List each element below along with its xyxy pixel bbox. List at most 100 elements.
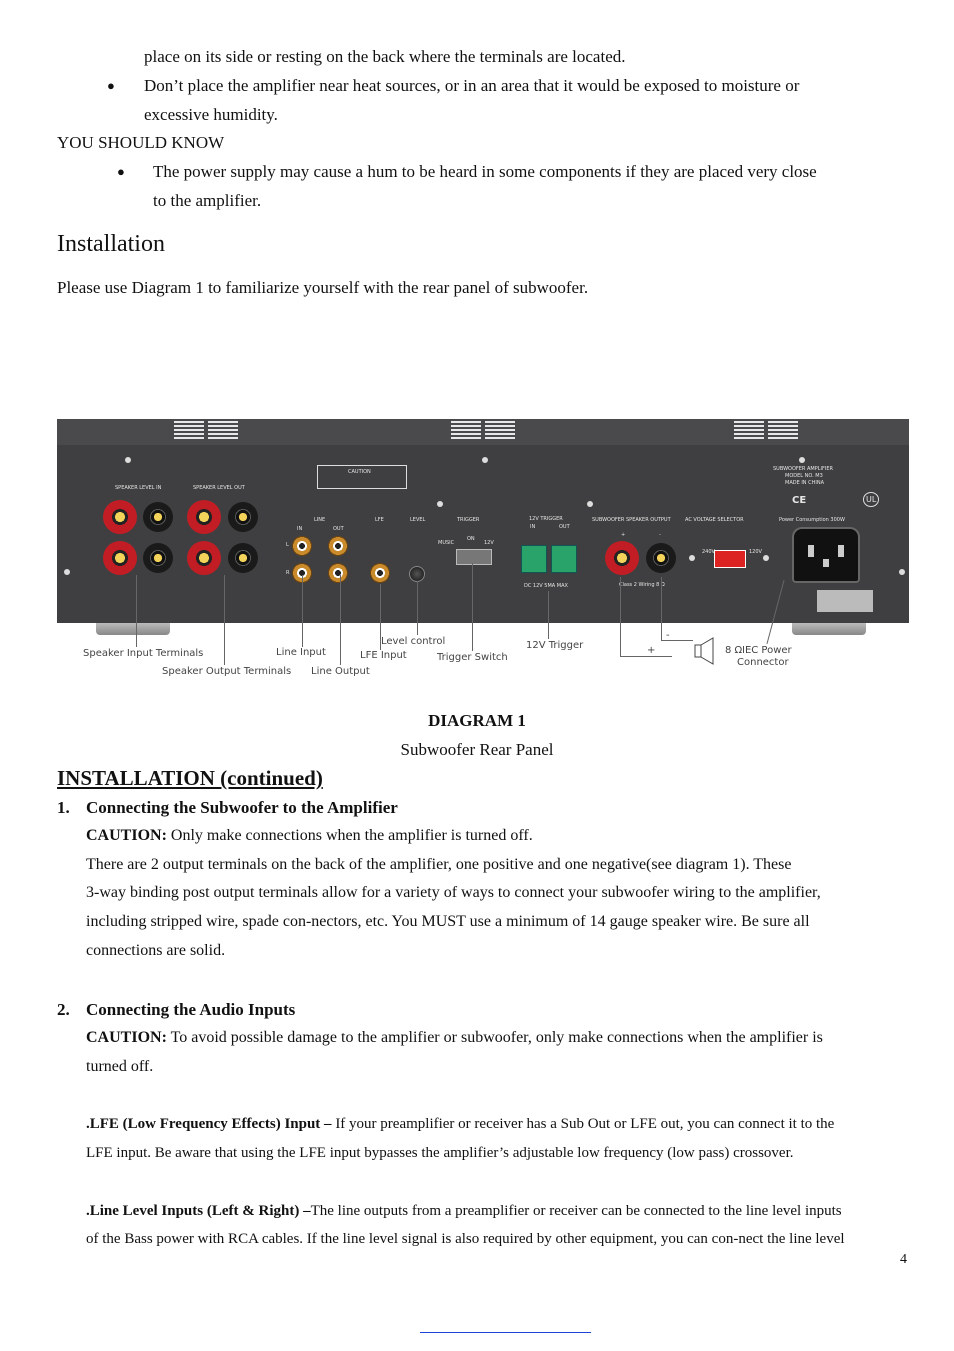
line-out-l-jack[interactable]	[328, 536, 348, 556]
caution-label: CAUTION:	[86, 1029, 167, 1046]
level-control-callout: Level control	[381, 636, 446, 647]
screw-icon	[899, 569, 905, 575]
line-out-label: OUT	[333, 526, 344, 532]
12v-trigger-in-terminal[interactable]	[521, 545, 547, 573]
speaker-in-terminal[interactable]	[143, 502, 173, 532]
made-in-label: MADE IN CHINA	[785, 480, 825, 486]
speaker-out-terminal[interactable]	[187, 500, 221, 534]
line-level-paragraph-line: of the Bass power with RCA cables. If th…	[86, 1231, 845, 1247]
section-number: 2.	[57, 1000, 70, 1019]
trigger-in-label: IN	[530, 524, 536, 530]
trigger-out-label: OUT	[559, 524, 570, 530]
dc-spec-label: DC 12V 5MA MAX	[524, 583, 568, 589]
text-line: excessive humidity.	[144, 105, 278, 124]
installation-continued-heading: INSTALLATION (continued)	[57, 766, 323, 790]
line-in-label: IN	[297, 526, 303, 532]
iec-power-connector[interactable]	[792, 527, 860, 583]
sub-output-label: SUBWOOFER SPEAKER OUTPUT	[592, 517, 671, 523]
channel-r-label: R	[286, 570, 290, 576]
caution-text: Only make connections when the amplifier…	[166, 827, 533, 844]
paragraph-line: turned off.	[86, 1058, 154, 1075]
minus-callout: -	[666, 630, 670, 641]
footer-link-underline[interactable]	[420, 1332, 591, 1333]
level-knob[interactable]	[409, 566, 425, 582]
section-title: Connecting the Subwoofer to the Amplifie…	[86, 798, 398, 817]
rear-panel-diagram: SPEAKER LEVEL IN SPEAKER LEVEL OUT CAUTI…	[57, 419, 909, 684]
section-number: 1.	[57, 798, 70, 817]
line-output-callout: Line Output	[311, 666, 370, 677]
speaker-output-callout: Speaker Output Terminals	[162, 666, 292, 677]
line-in-r-jack[interactable]	[292, 563, 312, 583]
12v-trigger-callout: 12V Trigger	[526, 640, 584, 651]
lfe-label: LFE	[375, 517, 384, 523]
screw-icon	[64, 569, 70, 575]
caution-label: CAUTION	[317, 465, 407, 489]
model-label: MODEL NO. M3	[785, 473, 823, 479]
paragraph-line: connections are solid.	[86, 942, 226, 959]
ac-selector-label: AC VOLTAGE SELECTOR	[685, 517, 744, 523]
text-line: place on its side or resting on the back…	[144, 47, 626, 66]
screw-icon	[763, 555, 769, 561]
sub-amp-label: SUBWOOFER AMPLIFIER	[773, 466, 833, 472]
12v-trigger-out-terminal[interactable]	[551, 545, 577, 573]
vent-icon	[451, 421, 481, 441]
speaker-out-terminal[interactable]	[228, 502, 258, 532]
line-out-r-jack[interactable]	[328, 563, 348, 583]
lfe-input-callout: LFE Input	[360, 650, 407, 661]
sub-output-negative-terminal[interactable]	[646, 543, 676, 573]
screw-icon	[587, 501, 593, 507]
speaker-in-terminal[interactable]	[103, 500, 137, 534]
speaker-icon	[694, 637, 714, 665]
page-number: 4	[900, 1252, 907, 1267]
screw-icon	[482, 457, 488, 463]
caution-text: To avoid possible damage to the amplifie…	[166, 1029, 823, 1046]
lfe-input-jack[interactable]	[370, 563, 390, 583]
caution-text: CAUTION	[348, 469, 371, 475]
vent-icon	[734, 421, 764, 441]
speaker-in-terminal[interactable]	[143, 543, 173, 573]
on-label: ON	[467, 536, 475, 542]
line-input-callout: Line Input	[276, 647, 326, 658]
line-label: LINE	[314, 517, 326, 523]
ohm-callout: 8 Ω	[725, 645, 743, 656]
plus-callout: +	[647, 645, 656, 656]
power-consumption-label: Power Consumption 300W	[779, 517, 845, 523]
120v-label: 120V	[749, 549, 762, 555]
caution-line: CAUTION: Only make connections when the …	[86, 827, 533, 845]
paragraph-line: There are 2 output terminals on the back…	[86, 856, 792, 873]
ac-voltage-selector-switch[interactable]	[714, 550, 746, 568]
installation-heading: Installation	[57, 231, 165, 257]
diagram-title: DIAGRAM 1	[428, 711, 526, 730]
speaker-input-callout: Speaker Input Terminals	[83, 648, 204, 659]
12v-label: 12V	[484, 540, 494, 546]
vent-icon	[485, 421, 515, 441]
speaker-in-terminal[interactable]	[103, 541, 137, 575]
line-in-l-jack[interactable]	[292, 536, 312, 556]
bullet-icon: ●	[117, 164, 125, 179]
trigger-switch-callout: Trigger Switch	[437, 652, 508, 663]
music-label: MUSIC	[438, 540, 455, 546]
lfe-label: .LFE (Low Frequency Effects) Input –	[86, 1116, 332, 1132]
speaker-out-terminal[interactable]	[228, 543, 258, 573]
channel-l-label: L	[286, 542, 289, 548]
trigger-switch[interactable]	[456, 549, 492, 565]
level-label: LEVEL	[410, 517, 426, 523]
speaker-level-in-label: SPEAKER LEVEL IN	[115, 485, 162, 491]
speaker-out-terminal[interactable]	[187, 541, 221, 575]
vent-icon	[768, 421, 798, 441]
vent-icon	[208, 421, 238, 441]
screw-icon	[799, 457, 805, 463]
minus-label: -	[659, 532, 661, 538]
ce-mark: CE	[792, 495, 807, 506]
caution-line: CAUTION: To avoid possible damage to the…	[86, 1029, 823, 1047]
screw-icon	[689, 555, 695, 561]
caution-label: CAUTION:	[86, 827, 167, 844]
section-title: Connecting the Audio Inputs	[86, 1000, 296, 1019]
sub-output-positive-terminal[interactable]	[605, 541, 639, 575]
line-level-text: The line outputs from a preamplifier or …	[310, 1203, 842, 1219]
12v-trigger-label: 12V TRIGGER	[529, 516, 563, 522]
section-label: YOU SHOULD KNOW	[57, 133, 225, 152]
installation-intro: Please use Diagram 1 to familiarize your…	[57, 278, 589, 297]
iec-callout-1: IEC Power	[742, 645, 792, 656]
paragraph-line: 3-way binding post output terminals allo…	[86, 884, 821, 901]
